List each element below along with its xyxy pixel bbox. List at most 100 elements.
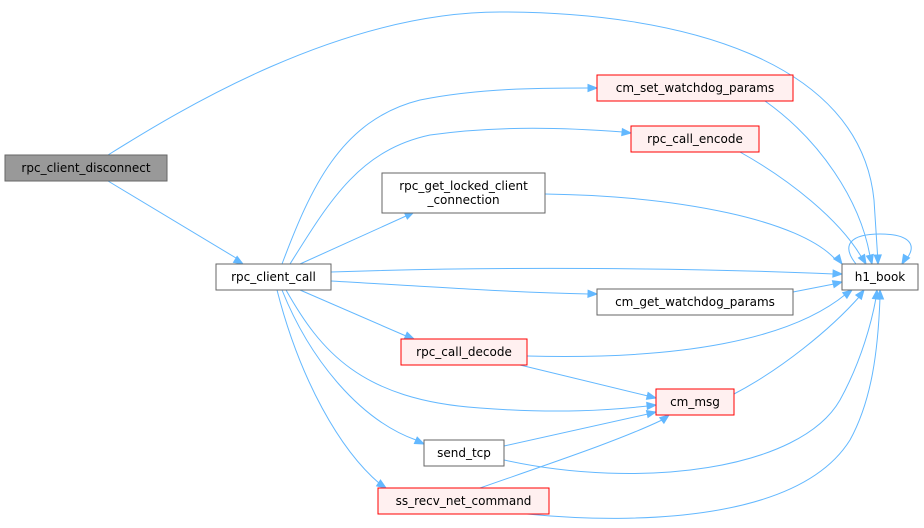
edge-line (107, 11, 879, 263)
arrowhead-icon (875, 288, 885, 300)
node-cm-msg[interactable]: cm_msg (655, 388, 735, 416)
node-label: cm_get_watchdog_params (615, 295, 775, 309)
node-box[interactable] (4, 154, 168, 182)
node-box[interactable] (377, 487, 550, 515)
edge-rpc-client-disconnect-to-h1-book (107, 11, 882, 266)
node-cm-set-watchdog-params[interactable]: cm_set_watchdog_params (596, 74, 794, 102)
node-box[interactable] (596, 74, 794, 102)
edge-rpc-client-disconnect-to-rpc-client-call (107, 180, 245, 265)
arrowhead-icon (645, 409, 658, 419)
arrowhead-icon (587, 289, 599, 298)
node-send-tcp[interactable]: send_tcp (423, 439, 505, 467)
node-rpc-client-disconnect[interactable]: rpc_client_disconnect (4, 154, 168, 182)
arrowhead-icon (832, 269, 844, 278)
node-label: rpc_client_disconnect (21, 161, 150, 175)
edge-line (281, 289, 417, 441)
edge-line (330, 267, 835, 275)
node-h1-book[interactable]: h1_book (841, 263, 919, 291)
node-label: rpc_call_decode (416, 345, 512, 359)
node-label: send_tcp (437, 446, 491, 460)
edge-line (289, 127, 624, 265)
edge-cm-msg-to-h1-book (733, 288, 865, 395)
edge-line (544, 193, 837, 261)
edge-line (276, 289, 381, 485)
arrowhead-icon (375, 479, 388, 489)
node-label: _connection (426, 193, 499, 207)
edge-line (733, 295, 861, 395)
edge-h1-book-to-h1-book (848, 233, 912, 266)
arrowhead-icon (645, 391, 658, 400)
node-rpc-client-call[interactable]: rpc_client_call (215, 263, 332, 291)
edge-rpc-client-call-to-send-tcp (281, 289, 426, 445)
arrowhead-icon (832, 253, 843, 266)
edge-line (299, 289, 407, 337)
arrowhead-icon (901, 253, 911, 266)
node-box[interactable] (400, 338, 528, 366)
arrowhead-icon (854, 288, 865, 301)
nodes-layer: rpc_client_disconnect rpc_client_call cm_s… (4, 74, 919, 515)
edge-rpc-client-call-to-cm-msg (285, 289, 658, 412)
arrowhead-icon (587, 83, 599, 93)
edge-rpc-client-call-to-cm-get-watchdog-params (330, 280, 599, 298)
edge-rpc-call-encode-to-h1-book (739, 151, 867, 266)
node-rpc-call-encode[interactable]: rpc_call_encode (630, 125, 760, 153)
edge-rpc-client-call-to-h1-book (330, 267, 844, 278)
arrowhead-icon (873, 254, 882, 266)
node-label: cm_msg (670, 395, 720, 409)
edge-ss-recv-net-command-to-cm-msg (479, 414, 671, 489)
node-cm-get-watchdog-params[interactable]: cm_get_watchdog_params (596, 288, 794, 316)
edge-rpc-client-call-to-ss-recv-net-command (276, 289, 388, 489)
edge-cm-set-watchdog-params-to-h1-book (764, 100, 874, 266)
node-label: cm_set_watchdog_params (616, 81, 774, 95)
edge-rpc-get-locked-client-connection-to-h1-book (544, 193, 843, 266)
edge-line (285, 289, 649, 412)
node-ss-recv-net-command[interactable]: ss_recv_net_command (377, 487, 550, 515)
edge-line (330, 280, 590, 295)
edge-line (739, 151, 863, 259)
edge-send-tcp-to-h1-book (503, 288, 881, 474)
node-box[interactable] (841, 263, 919, 291)
edge-rpc-client-call-to-cm-set-watchdog-params (281, 83, 599, 265)
node-box[interactable] (596, 288, 794, 316)
edge-line (299, 215, 407, 265)
node-label: rpc_get_locked_client (399, 179, 528, 193)
edge-send-tcp-to-cm-msg (503, 409, 658, 447)
node-box[interactable] (630, 125, 760, 153)
edge-line (281, 87, 590, 265)
edge-line (764, 100, 871, 257)
edge-rpc-call-decode-to-h1-book (526, 289, 854, 357)
arrowhead-icon (403, 331, 416, 340)
node-box[interactable] (655, 388, 735, 416)
edge-line (526, 297, 881, 519)
node-box[interactable] (381, 172, 546, 214)
node-label: ss_recv_net_command (396, 494, 532, 508)
node-rpc-get-locked-client-connection[interactable]: rpc_get_locked_client_connection (381, 172, 546, 214)
arrowhead-icon (621, 127, 633, 137)
edge-line (519, 364, 649, 397)
node-box[interactable] (215, 263, 332, 291)
edge-line (848, 233, 912, 265)
edge-line (107, 180, 237, 259)
edge-line (503, 297, 877, 474)
arrowhead-icon (658, 414, 671, 425)
edges-layer (107, 11, 912, 519)
node-label: rpc_client_call (231, 270, 316, 284)
edge-rpc-call-decode-to-cm-msg (519, 364, 658, 400)
arrowhead-icon (413, 436, 426, 445)
edge-rpc-client-call-to-rpc-get-locked-client-connection (299, 211, 416, 265)
node-label: h1_book (855, 270, 906, 284)
edge-rpc-client-call-to-rpc-call-decode (299, 289, 416, 340)
arrowhead-icon (857, 253, 867, 266)
edge-line (479, 419, 663, 489)
arrowhead-icon (831, 280, 844, 289)
arrowhead-icon (841, 289, 854, 300)
edge-line (792, 283, 835, 293)
edge-line (526, 293, 847, 357)
arrowhead-icon (646, 401, 658, 411)
edge-cm-get-watchdog-params-to-h1-book (792, 280, 844, 293)
node-rpc-call-decode[interactable]: rpc_call_decode (400, 338, 528, 366)
edge-ss-recv-net-command-to-h1-book (526, 288, 885, 519)
node-box[interactable] (423, 439, 505, 467)
node-label: rpc_call_encode (647, 132, 743, 146)
edge-line (503, 413, 649, 447)
